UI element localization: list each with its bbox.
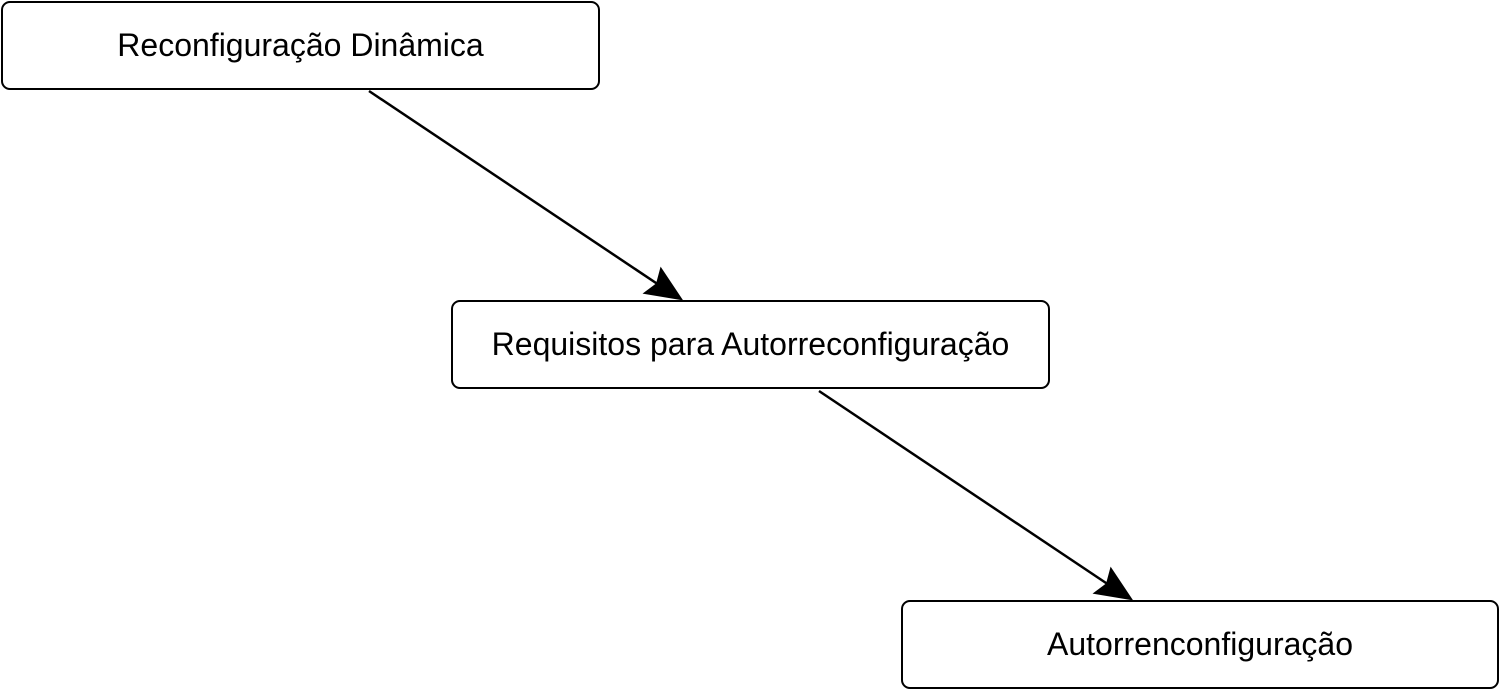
node-reconfiguracao-dinamica[interactable]: Reconfiguração Dinâmica: [1, 1, 600, 90]
node-label: Requisitos para Autorreconfiguração: [491, 326, 1010, 362]
edge-reconfiguracao-to-requisitos: [368, 89, 684, 301]
connector-line: [368, 89, 663, 289]
edge-requisitos-to-autorrenconfiguracao: [818, 389, 1134, 601]
node-requisitos-autorreconfiguracao[interactable]: Requisitos para Autorreconfiguração: [451, 300, 1050, 389]
node-label: Autorrenconfiguração: [1047, 626, 1353, 662]
arrowhead-icon: [642, 266, 684, 301]
arrowhead-icon: [1092, 566, 1134, 601]
node-label: Reconfiguração Dinâmica: [117, 27, 484, 63]
connector-line: [818, 389, 1113, 589]
node-autorrenconfiguracao[interactable]: Autorrenconfiguração: [901, 600, 1499, 689]
